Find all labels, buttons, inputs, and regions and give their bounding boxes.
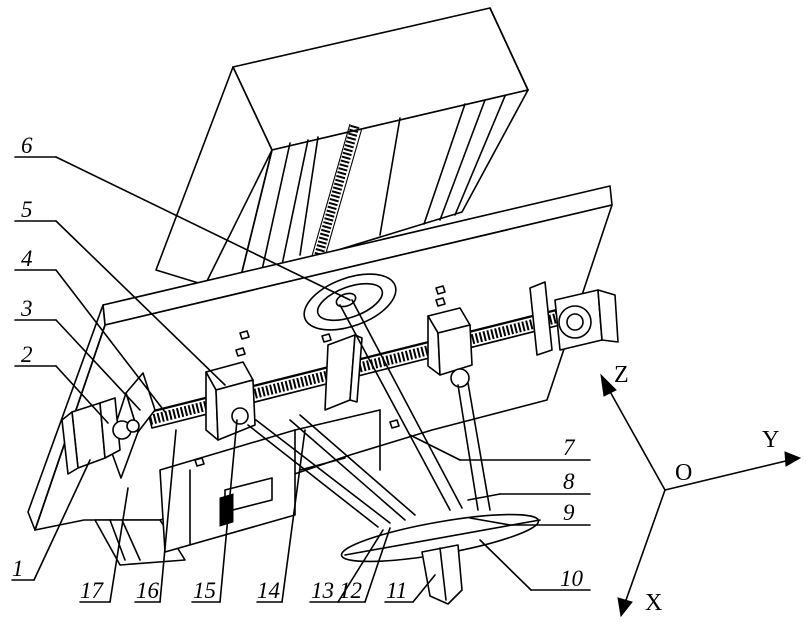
- part-label-15: 15: [193, 578, 216, 603]
- axis-origin-label: O: [675, 460, 692, 486]
- part-label-8: 8: [563, 469, 575, 494]
- part-label-14: 14: [257, 578, 280, 603]
- axis-label-z: Z: [614, 362, 629, 388]
- axis-label-x: X: [645, 590, 662, 616]
- part-label-5: 5: [21, 197, 33, 222]
- left-nut-block: [205, 361, 256, 441]
- part-label-12: 12: [339, 578, 362, 603]
- part-label-1: 1: [12, 556, 24, 581]
- vertical-slide-frame: [155, 7, 529, 286]
- part-label-11: 11: [386, 578, 407, 603]
- left-stepper-motor: [61, 397, 140, 475]
- slider-guides: [324, 334, 363, 411]
- lower-frame: [94, 409, 381, 566]
- part-label-16: 16: [136, 578, 160, 603]
- part-label-9: 9: [563, 500, 575, 525]
- part-label-6: 6: [21, 133, 33, 158]
- right-nut-block: [427, 307, 473, 388]
- part-labels: 6 5 4 3 2 1 17 16 15 14 13 12 11 10 9 8 …: [12, 133, 584, 603]
- connecting-rods: [247, 299, 491, 528]
- axis-label-y: Y: [762, 427, 779, 453]
- leaders: [11, 156, 591, 603]
- part-label-7: 7: [563, 435, 576, 460]
- part-label-2: 2: [21, 342, 33, 367]
- end-effector: [421, 544, 463, 605]
- part-label-4: 4: [21, 246, 33, 271]
- part-label-13: 13: [311, 578, 334, 603]
- vertical-lead-screw: [311, 123, 363, 261]
- coordinate-axes: Z Y X O: [600, 362, 802, 618]
- part-label-17: 17: [80, 578, 105, 603]
- right-stepper-motor: [554, 289, 619, 351]
- plate-bolts: [194, 285, 446, 467]
- part-label-3: 3: [20, 296, 33, 321]
- part-label-10: 10: [560, 566, 584, 591]
- right-bracket: [529, 281, 553, 356]
